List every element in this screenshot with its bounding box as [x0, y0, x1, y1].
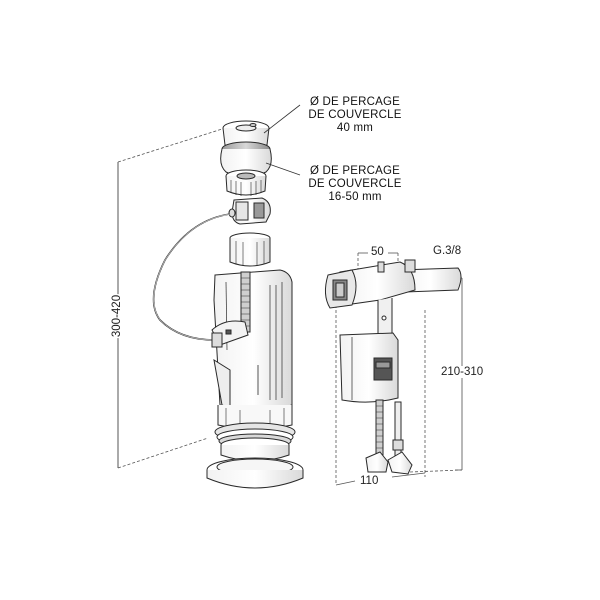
dimension-label-fill-valve-height: 210-310	[440, 366, 485, 378]
callout-top-line1: Ø DE PERCAGE	[310, 96, 400, 108]
callout-leaders	[263, 104, 301, 176]
callout-bottom-line1: Ø DE PERCAGE	[310, 165, 400, 177]
flush-valve-seal	[206, 422, 304, 489]
cable-connector	[228, 197, 271, 225]
dimension-label-flush-valve-height: 300-420	[111, 293, 124, 339]
callout-top-line3: 40 mm	[336, 122, 374, 134]
lock-nut	[225, 169, 267, 196]
fill-valve-head	[324, 259, 462, 336]
callout-bottom: Ø DE PERCAGE DE COUVERCLE 16-50 mm	[300, 165, 410, 204]
callout-top-line2: DE COUVERCLE	[308, 109, 402, 121]
button-collar	[220, 141, 272, 178]
callout-bottom-line2: DE COUVERCLE	[308, 178, 402, 190]
dimension-label-fill-valve-base: 110	[359, 475, 380, 487]
fill-valve-feet	[365, 399, 413, 475]
flush-valve-body	[211, 232, 293, 431]
callout-bottom-line3: 16-50 mm	[328, 191, 382, 203]
dimension-label-fill-valve-width: 50	[370, 246, 385, 258]
callout-top: Ø DE PERCAGE DE COUVERCLE 40 mm	[300, 96, 410, 135]
dimension-label-fill-valve-thread: G.3/8	[432, 245, 463, 257]
fill-valve-float	[339, 332, 399, 403]
